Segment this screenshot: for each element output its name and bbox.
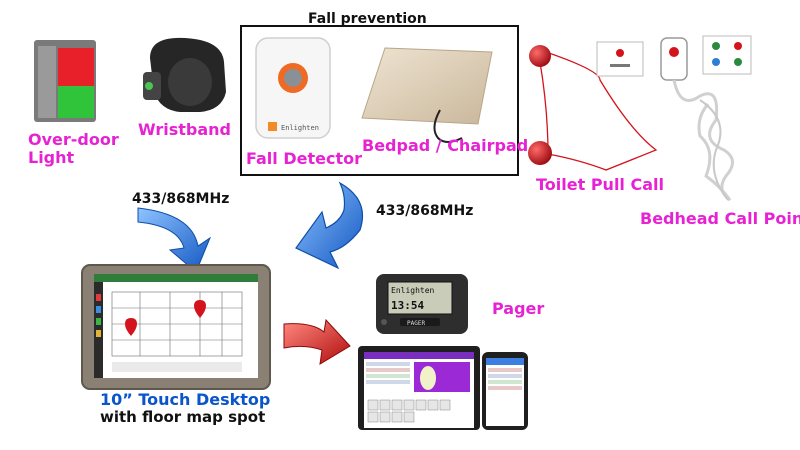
large-wireless-arrow (295, 181, 364, 270)
bedhead-call-point-label: Bedhead Call Point (640, 209, 800, 228)
fall-detector-label: Fall Detector (246, 149, 362, 168)
toilet-pull-call-label: Toilet Pull Call (536, 175, 664, 194)
over-door-light-label: Over-door Light (28, 131, 119, 167)
over-door-light-device (34, 40, 96, 122)
bedpad-chairpad-label: Bedpad / Chairpad (362, 136, 529, 155)
touch-desktop-device (81, 264, 271, 390)
laptop-and-phone-devices (358, 346, 528, 430)
over-door-light-label-line1: Over-door (28, 130, 119, 149)
pager-screen-line1: Enlighten (391, 286, 435, 295)
small-wireless-arrow (137, 207, 212, 273)
frequency-label-right: 433/868MHz (376, 203, 474, 219)
bedpad-device (361, 47, 493, 143)
fall-prevention-title: Fall prevention (308, 12, 427, 25)
wristband-device (143, 37, 226, 113)
frequency-label-left: 433/868MHz (132, 191, 230, 207)
pager-screen-line2: 13:54 (391, 299, 424, 312)
red-arrow (283, 318, 351, 365)
touch-desktop-label-line2: with floor map spot (100, 408, 266, 426)
bedhead-call-point-device (660, 35, 752, 202)
wristband-label: Wristband (138, 120, 232, 139)
over-door-light-label-line2: Light (28, 147, 75, 167)
pager-device (376, 274, 468, 334)
touch-desktop-label-line1: 10” Touch Desktop (100, 390, 271, 409)
pager-brand-text: PAGER (407, 320, 425, 327)
pager-label: Pager (492, 299, 545, 318)
fall-detector-device (255, 37, 331, 139)
toilet-pull-call-device (528, 41, 658, 171)
detector-brand-text: Enlighten (281, 124, 319, 132)
